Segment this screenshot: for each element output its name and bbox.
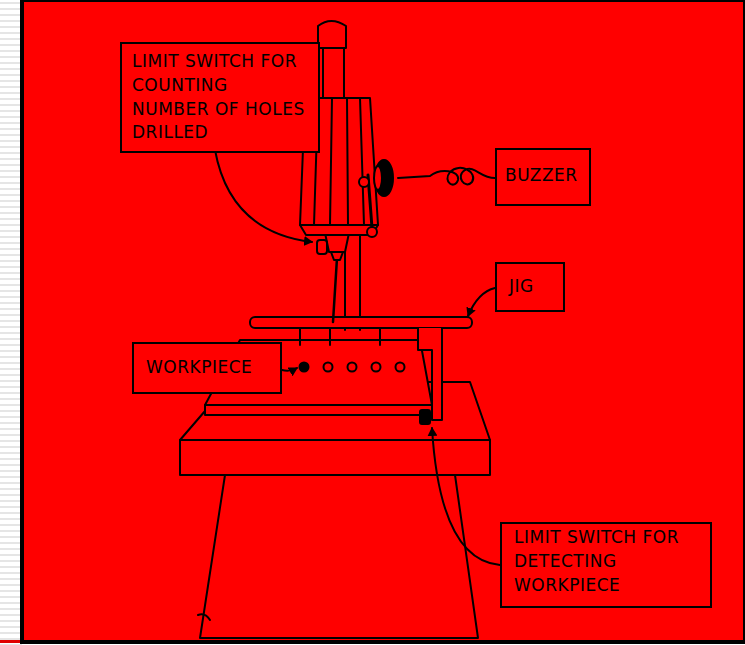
label-box: BUZZER [495,148,591,206]
pedestal [200,475,478,638]
label-text: LIMIT SWITCH FOR DETECTING WORKPIECE [514,526,698,597]
handle-knob [367,227,377,237]
label-text: LIMIT SWITCH FOR COUNTING NUMBER OF HOLE… [132,50,308,145]
motor-cap [318,21,346,48]
leader-arrow [468,288,495,316]
label-box: LIMIT SWITCH FOR DETECTING WORKPIECE [500,522,712,608]
label-box: WORKPIECE [132,342,282,394]
leader-arrow [215,150,312,242]
buzzer-rim [374,166,382,190]
pedestal-mark [198,614,210,620]
leader-spiral [398,168,495,185]
label-box: LIMIT SWITCH FOR COUNTING NUMBER OF HOLE… [120,42,320,153]
limit-switch-counter [317,240,327,254]
leader-arrow [432,428,500,565]
table-front [180,440,490,475]
buzzer [375,160,393,196]
jig-bar [250,317,472,328]
hole [396,363,405,372]
workpiece-edge [205,405,432,415]
hole [348,363,357,372]
handle-hub [359,177,369,187]
upper-column [323,48,344,98]
label-text: JIG [509,275,551,299]
limit-switch-workpiece [420,410,430,424]
jig-pins [300,328,380,345]
drilled-hole [300,363,309,372]
hole [372,363,381,372]
drill-bit [333,258,337,322]
slide-margin [0,0,22,645]
leader-arrow [282,368,297,371]
background-frame [22,0,745,642]
label-text: WORKPIECE [146,356,268,380]
label-text: BUZZER [505,164,581,188]
head-ribs [314,98,364,225]
jig-clamp [418,328,442,420]
chuck-tip [331,252,343,260]
hole [324,363,333,372]
column [345,235,360,330]
label-box: JIG [495,262,565,312]
